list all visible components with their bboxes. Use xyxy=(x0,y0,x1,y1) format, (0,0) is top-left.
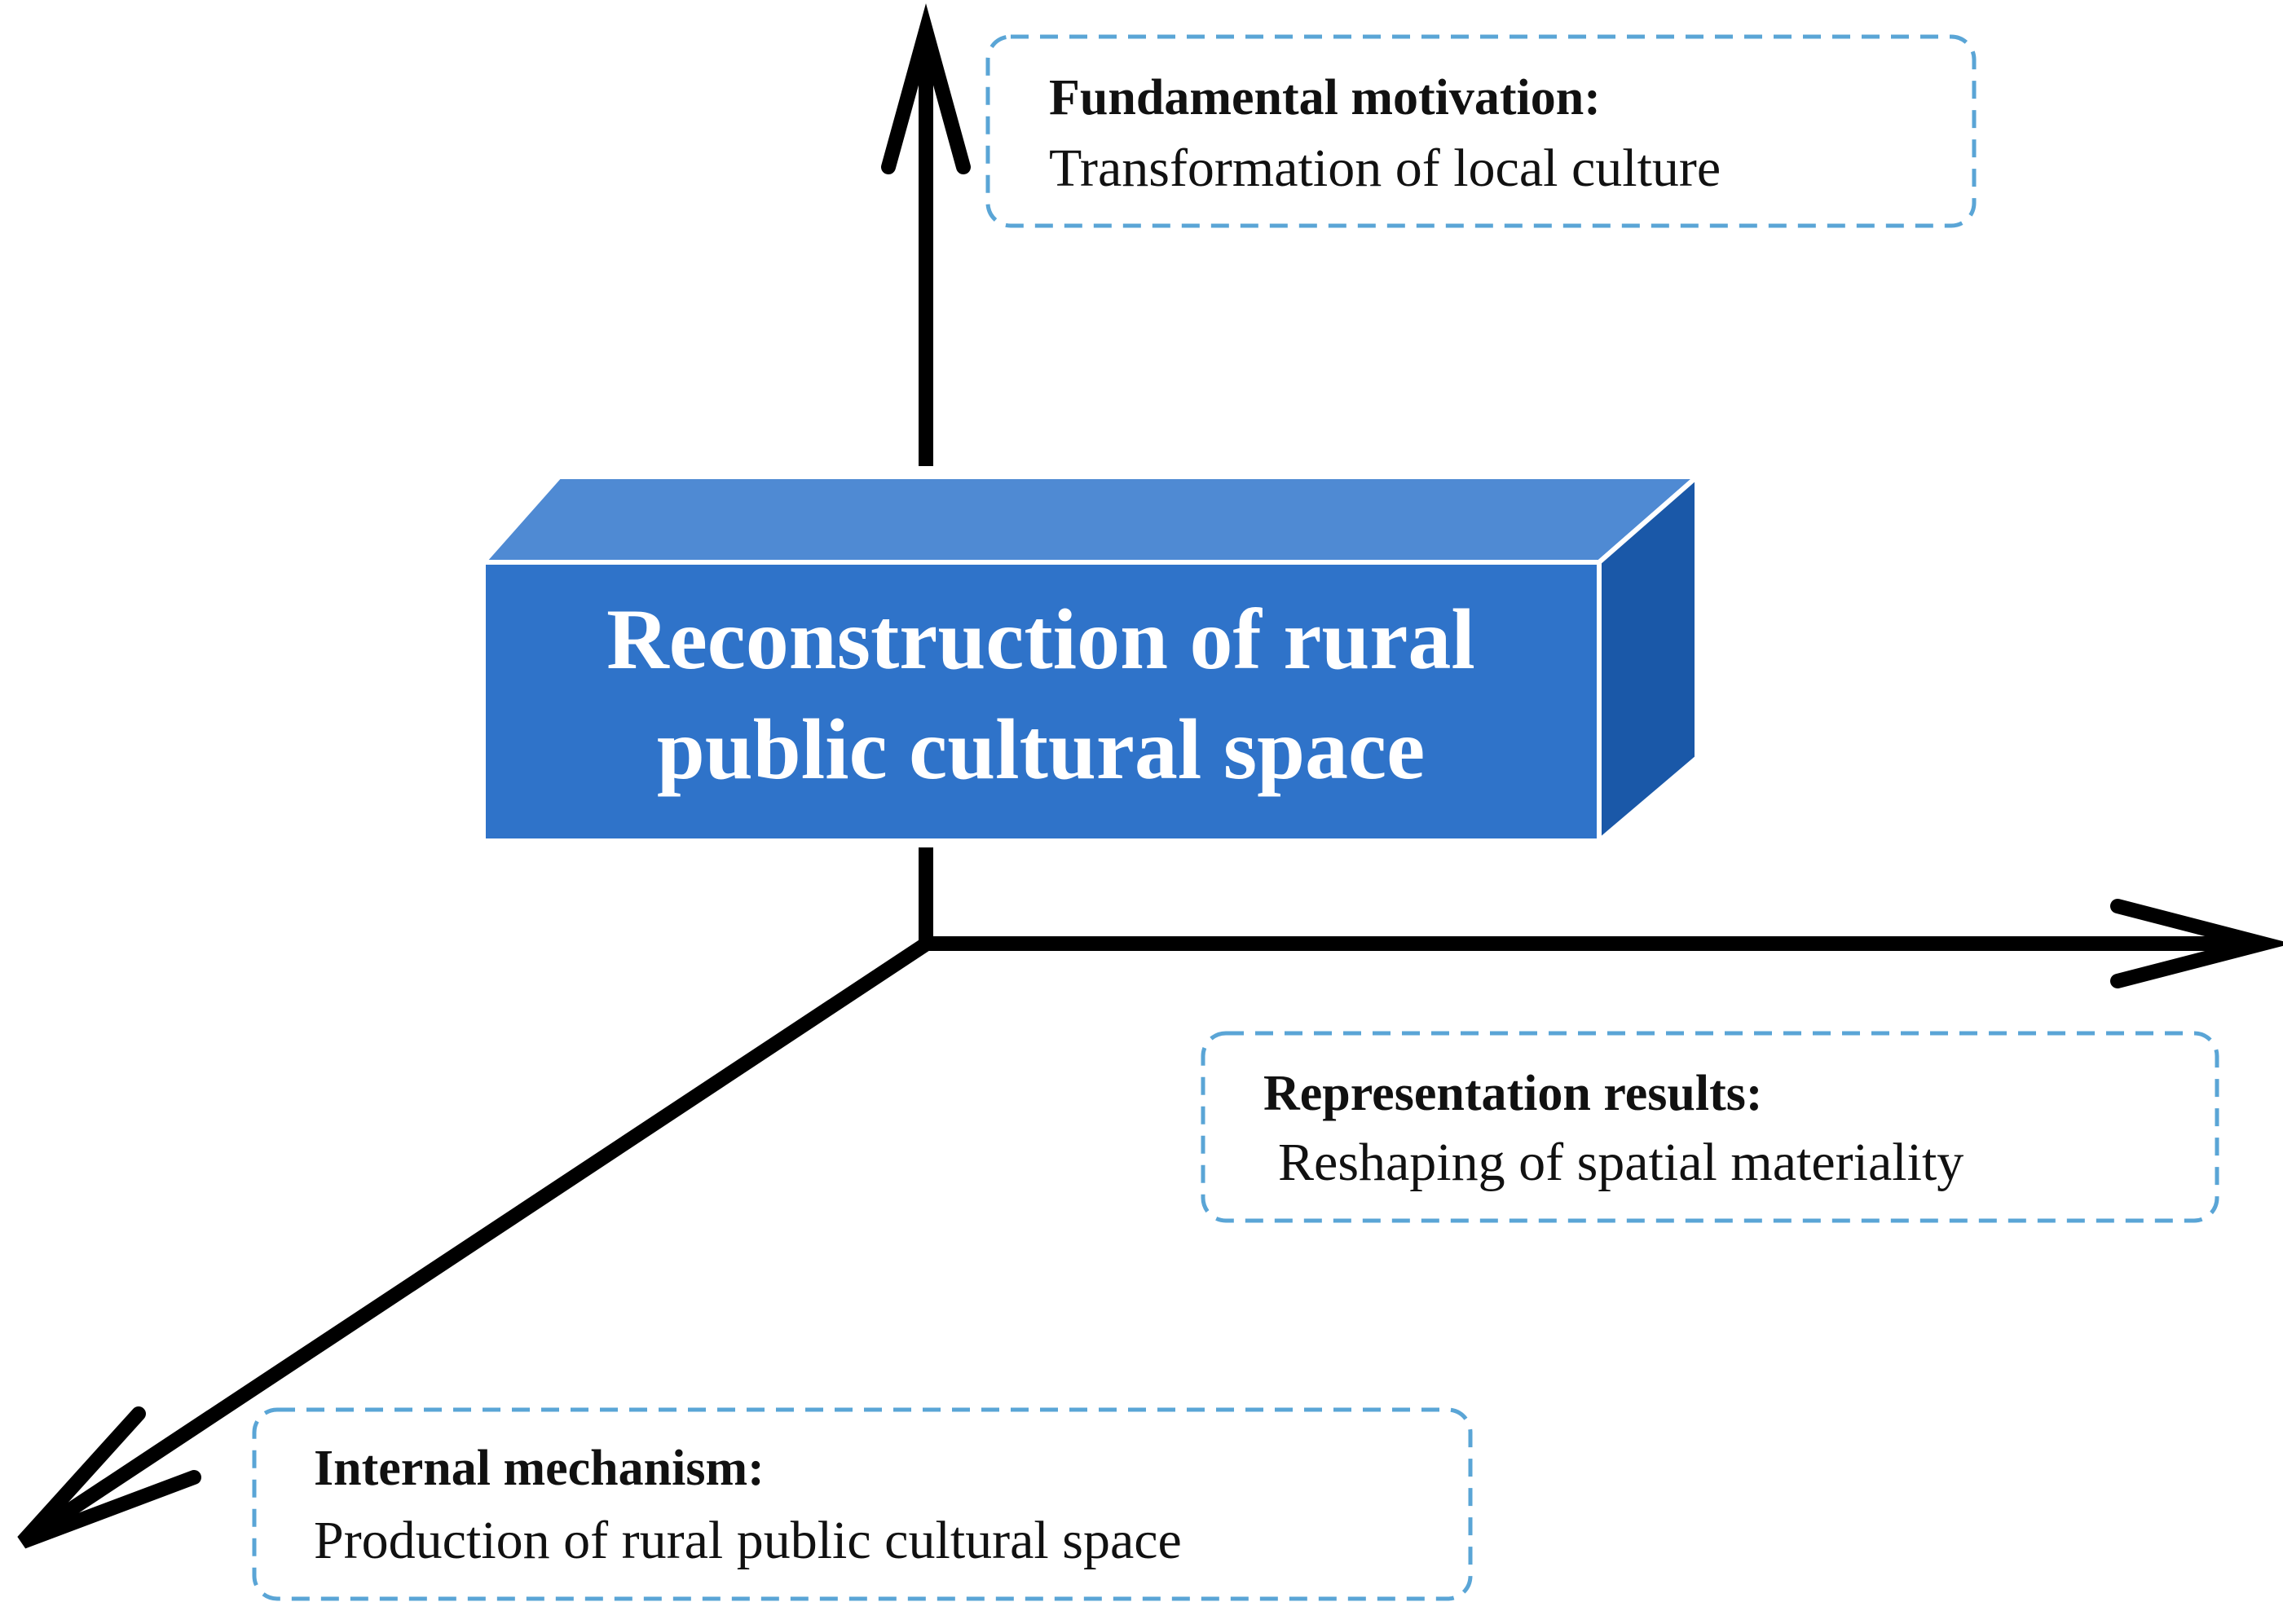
results-title: Representation results: xyxy=(1263,1066,1763,1121)
mechanism-box: Internal mechanism: Production of rural … xyxy=(252,1407,1473,1601)
block-title-line-1: Reconstruction of rural xyxy=(606,592,1475,687)
results-box: Representation results: Reshaping of spa… xyxy=(1201,1031,2219,1223)
mechanism-title: Internal mechanism: xyxy=(314,1441,765,1496)
block-front-face xyxy=(481,560,1602,843)
mechanism-box-border xyxy=(252,1407,1473,1601)
block-top-face xyxy=(478,474,1703,565)
mechanism-body: Production of rural public cultural spac… xyxy=(314,1511,1182,1570)
block-title-line-2: public cultural space xyxy=(657,702,1425,797)
results-body: Reshaping of spatial materiality xyxy=(1278,1133,1963,1192)
motivation-title: Fundamental motivation: xyxy=(1049,70,1601,125)
up-arrowhead xyxy=(881,3,971,174)
center-block: Reconstruction of rural public cultural … xyxy=(478,471,1703,847)
results-box-border xyxy=(1201,1031,2219,1223)
axes xyxy=(17,3,2283,1549)
diagonal-axis-line xyxy=(20,935,933,1547)
right-arrowhead xyxy=(2110,899,2283,988)
motivation-box-border xyxy=(985,34,1977,228)
motivation-body: Transformation of local culture xyxy=(1049,139,1721,198)
motivation-box: Fundamental motivation: Transformation o… xyxy=(985,34,1977,228)
diagonal-arrowhead xyxy=(17,1406,201,1549)
